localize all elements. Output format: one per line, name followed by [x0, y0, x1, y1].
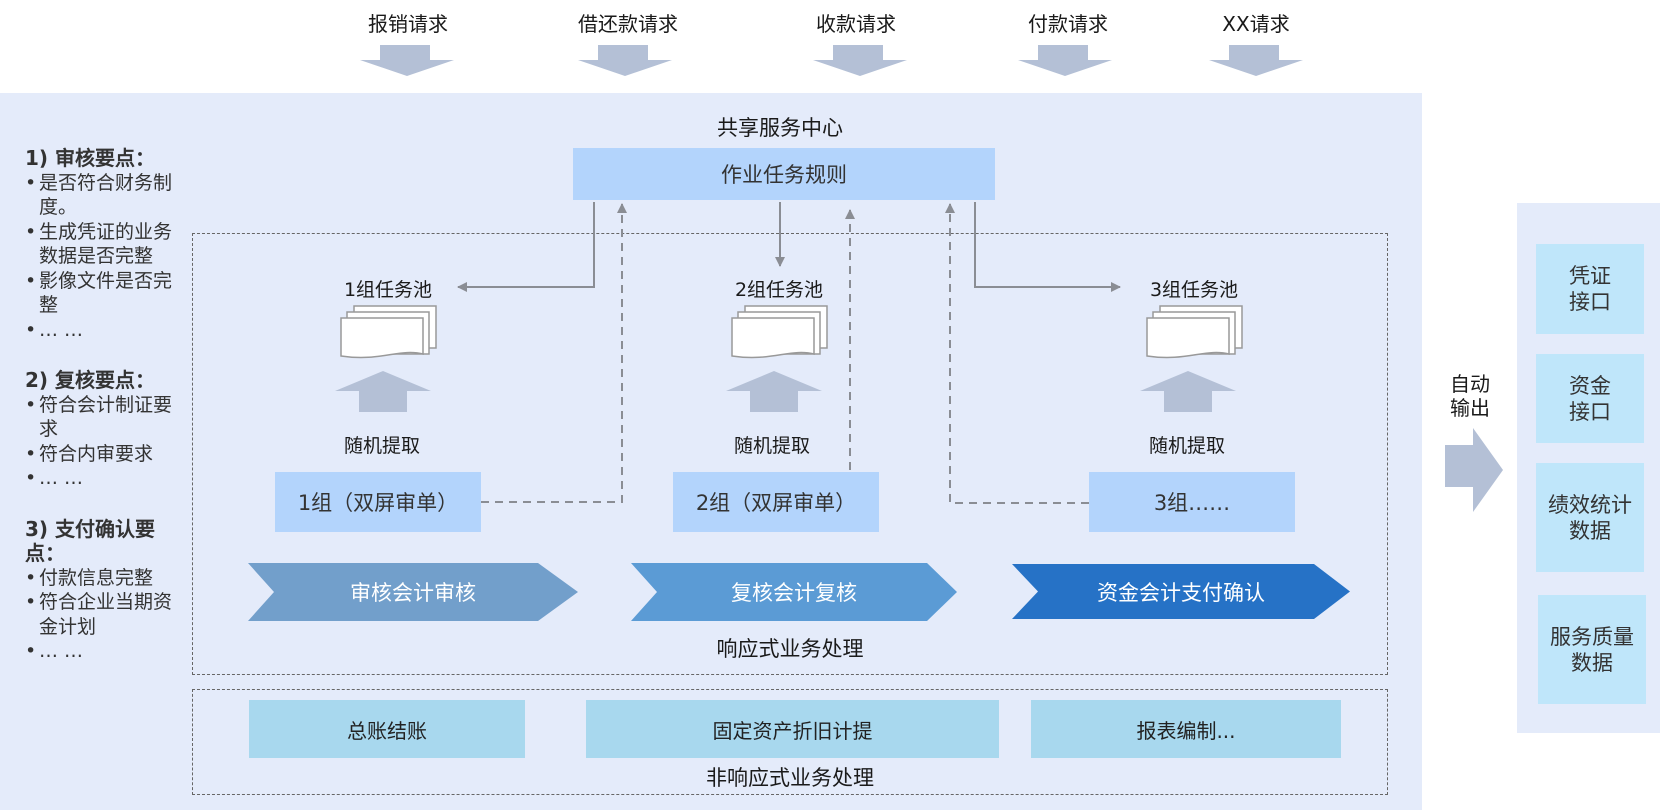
- note-item: 生成凭证的业务数据是否完整: [25, 220, 175, 269]
- request-label-receipt: 收款请求: [816, 12, 896, 36]
- document-stack-icon: [340, 305, 437, 359]
- note-item: 符合会计制证要求: [25, 393, 175, 442]
- task-depreciation: 固定资产折旧计提: [586, 700, 999, 758]
- output-voucher-interface: 凭证接口: [1536, 244, 1644, 334]
- note-group-recheck: 2) 复核要点： 符合会计制证要求 符合内审要求 … …: [25, 368, 175, 491]
- note-group-audit: 1) 审核要点： 是否符合财务制度。 生成凭证的业务数据是否完整 影像文件是否完…: [25, 146, 175, 342]
- task-reporting: 报表编制...: [1031, 700, 1341, 758]
- random-pick-label: 随机提取: [343, 435, 420, 457]
- shared-service-center-panel: [0, 93, 1422, 810]
- output-service-quality-data: 服务质量数据: [1538, 595, 1646, 704]
- down-arrow-icon: [813, 45, 907, 76]
- output-label: 绩效统计数据: [1548, 492, 1632, 543]
- auto-output-label: 自动输出: [1440, 372, 1500, 420]
- down-arrow-icon: [1018, 45, 1112, 76]
- document-stack-icon: [1146, 305, 1243, 359]
- ribbon-audit-label: 审核会计审核: [350, 581, 476, 605]
- output-performance-data: 绩效统计数据: [1536, 463, 1644, 572]
- note-heading: 2) 复核要点：: [25, 368, 156, 392]
- responsive-label: 响应式业务处理: [716, 637, 864, 661]
- output-label: 凭证接口: [1569, 264, 1611, 314]
- note-item: 付款信息完整: [25, 566, 175, 591]
- ribbon-payment: 资金会计支付确认: [1012, 564, 1350, 619]
- ribbon-audit-shape: [248, 563, 578, 621]
- output-label: 服务质量数据: [1550, 624, 1634, 675]
- auto-output-text: 自动输出: [1450, 372, 1490, 420]
- output-fund-interface: 资金接口: [1536, 354, 1644, 443]
- center-title: 共享服务中心: [717, 116, 843, 140]
- note-heading: 1) 审核要点：: [25, 146, 156, 170]
- down-arrow-icon: [360, 45, 454, 76]
- group3-box: 3组……: [1089, 472, 1295, 532]
- pool-title: 1组任务池: [343, 279, 433, 301]
- output-label: 资金接口: [1569, 373, 1611, 424]
- down-arrow-icon: [578, 45, 672, 76]
- document-stack-icon: [731, 305, 828, 359]
- task-gl-closing: 总账结账: [249, 700, 525, 758]
- group2-box: 2组（双屏审单）: [673, 472, 879, 532]
- request-label-payment: 付款请求: [1028, 12, 1108, 36]
- non-responsive-label: 非响应式业务处理: [706, 766, 874, 790]
- note-group-payment: 3) 支付确认要点： 付款信息完整 符合企业当期资金计划 … …: [25, 517, 175, 664]
- random-pick-label: 随机提取: [1148, 435, 1225, 457]
- request-label-xx: XX请求: [1222, 12, 1290, 36]
- ribbon-payment-label: 资金会计支付确认: [1097, 580, 1265, 605]
- note-heading: 3) 支付确认要点：: [25, 516, 156, 566]
- note-item: … …: [25, 466, 175, 491]
- pool-title: 3组任务池: [1149, 279, 1239, 301]
- random-pick-label: 随机提取: [733, 435, 810, 457]
- note-item: 是否符合财务制度。: [25, 171, 175, 220]
- ribbon-recheck-shape: [631, 563, 957, 621]
- note-item: … …: [25, 318, 175, 343]
- up-arrow-icon: [1140, 371, 1236, 412]
- request-label-reimbursement: 报销请求: [368, 12, 448, 36]
- note-item: 符合内审要求: [25, 442, 175, 467]
- group1-box: 1组（双屏审单）: [275, 472, 481, 532]
- down-arrow-icon: [1209, 45, 1303, 76]
- right-arrow-icon: [1445, 428, 1503, 512]
- up-arrow-icon: [726, 371, 822, 412]
- pool-title: 2组任务池: [734, 279, 824, 301]
- responsive-processing-box: [192, 233, 1388, 675]
- note-item: 影像文件是否完整: [25, 269, 175, 318]
- up-arrow-icon: [335, 371, 431, 412]
- ribbon-payment-shape: [1012, 564, 1350, 619]
- ribbon-recheck: 复核会计复核: [631, 563, 957, 621]
- request-label-loan-repayment: 借还款请求: [578, 12, 678, 36]
- ribbon-audit: 审核会计审核: [248, 563, 578, 621]
- ribbon-recheck-label: 复核会计复核: [731, 581, 857, 605]
- note-item: 符合企业当期资金计划: [25, 590, 175, 639]
- non-responsive-processing-box: [192, 689, 1388, 795]
- note-item: … …: [25, 639, 175, 664]
- task-rule-box: 作业任务规则: [573, 148, 995, 200]
- review-notes: 1) 审核要点： 是否符合财务制度。 生成凭证的业务数据是否完整 影像文件是否完…: [25, 146, 175, 690]
